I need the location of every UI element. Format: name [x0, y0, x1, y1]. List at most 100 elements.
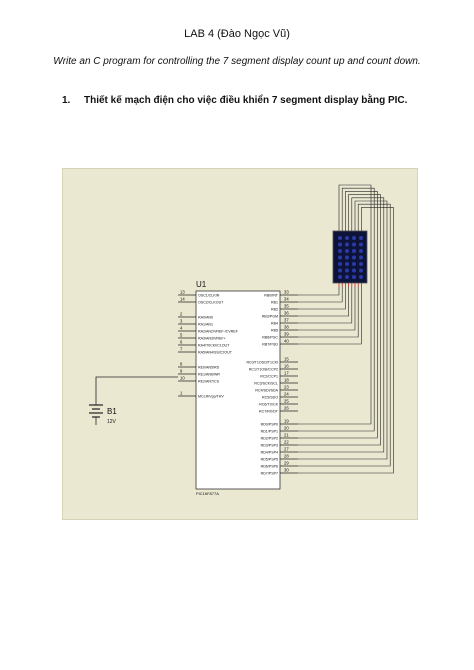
rb-wire: [298, 287, 343, 303]
rd-wire: [298, 187, 375, 432]
led-dot: [338, 249, 342, 253]
pin-name: RA5/AN4/SS/C2OUT: [198, 351, 233, 355]
pin-number: 26: [284, 406, 289, 411]
rd-wire: [298, 194, 381, 446]
rd-wire: [298, 200, 388, 460]
pin-number: 22: [284, 440, 289, 445]
pin-name: RA2/AN2/VREF-/CVREF: [198, 330, 239, 334]
led-dot: [352, 242, 356, 247]
pin-name: OSC2/CLKOUT: [198, 301, 224, 305]
led-dot: [338, 255, 342, 260]
pin-number: 4: [180, 326, 183, 331]
pin-number: 30: [284, 468, 289, 473]
led-dot: [359, 268, 363, 273]
pin-name: RB0/INT: [264, 294, 279, 298]
schematic-canvas: U1 PIC16F877A B1 12V 13OSC1/CLKIN14OSC2/…: [89, 184, 394, 496]
rb-wire: [298, 287, 359, 338]
pin-number: 27: [284, 447, 289, 452]
pin-name: RE1/AN6/WR: [198, 373, 220, 377]
pin-name: RC1/T1OSI/CCP2: [249, 368, 278, 372]
led-dot: [359, 262, 363, 266]
pin-number: 36: [284, 311, 289, 316]
pin-name: RD7/PSP7: [261, 472, 278, 476]
pin-name: RC2/CCP1: [260, 375, 278, 379]
pin-name: RA1/AN1: [198, 323, 213, 327]
display-led-grid: [338, 236, 363, 279]
led-dot: [345, 275, 349, 279]
pin-number: 10: [180, 376, 185, 381]
rb-wire: [298, 287, 362, 345]
pin-name: RD6/PSP6: [261, 465, 278, 469]
led-dot: [345, 236, 349, 240]
rb-wire: [298, 287, 340, 296]
pin-name: RD3/PSP3: [261, 444, 278, 448]
pin-number: 29: [284, 461, 289, 466]
pic-chip-body: [195, 290, 281, 490]
left-pin-group: 13OSC1/CLKIN14OSC2/CLKOUT2RA0/AN03RA1/AN…: [178, 290, 239, 399]
pin-number: 18: [284, 378, 289, 383]
pin-number: 25: [284, 399, 289, 404]
chip-ref-label: U1: [196, 280, 207, 289]
led-dot: [352, 249, 356, 253]
pin-number: 15: [284, 357, 289, 362]
pin-number: 34: [284, 297, 289, 302]
pin-name: RB6/PGC: [262, 336, 278, 340]
pin-name: RB5: [271, 329, 278, 333]
rd-wire: [298, 203, 391, 467]
pin-name: RD2/PSP2: [261, 437, 278, 441]
section-number: 1.: [62, 95, 71, 106]
pin-number: 2: [180, 312, 183, 317]
pin-number: 40: [284, 339, 289, 344]
pin-name: RB2: [271, 308, 278, 312]
chip-part-label: PIC16F877A: [196, 491, 219, 496]
pin-number: 7: [180, 347, 183, 352]
pin-name: RB7/PGD: [262, 343, 278, 347]
pin-number: 21: [284, 433, 289, 438]
pin-name: RE2/AN7/CS: [198, 380, 220, 384]
led-dot: [345, 268, 349, 273]
pin-name: RA4/T0CKI/C1OUT: [198, 344, 230, 348]
led-dot: [345, 242, 349, 247]
led-dot: [359, 255, 363, 260]
led-dot: [338, 275, 342, 279]
pin-name: RB1: [271, 301, 278, 305]
rb-wire: [298, 287, 356, 331]
pin-name: RC5/SDO: [262, 396, 278, 400]
pin-name: RC4/SDI/SDA: [255, 389, 278, 393]
led-dot: [352, 236, 356, 240]
led-dot: [338, 236, 342, 240]
pin-name: RA3/AN3/VREF+: [198, 337, 226, 341]
led-dot: [359, 249, 363, 253]
pin-number: 33: [284, 290, 289, 295]
pin-number: 28: [284, 454, 289, 459]
led-dot: [338, 268, 342, 273]
pin-number: 39: [284, 332, 289, 337]
pin-name: RB4: [271, 322, 278, 326]
rb-wire: [298, 287, 349, 317]
led-dot: [345, 262, 349, 266]
pin-number: 8: [180, 362, 183, 367]
led-dot: [345, 249, 349, 253]
pin-name: RD0/PSP0: [261, 423, 278, 427]
battery-value-label: 12V: [107, 419, 117, 425]
